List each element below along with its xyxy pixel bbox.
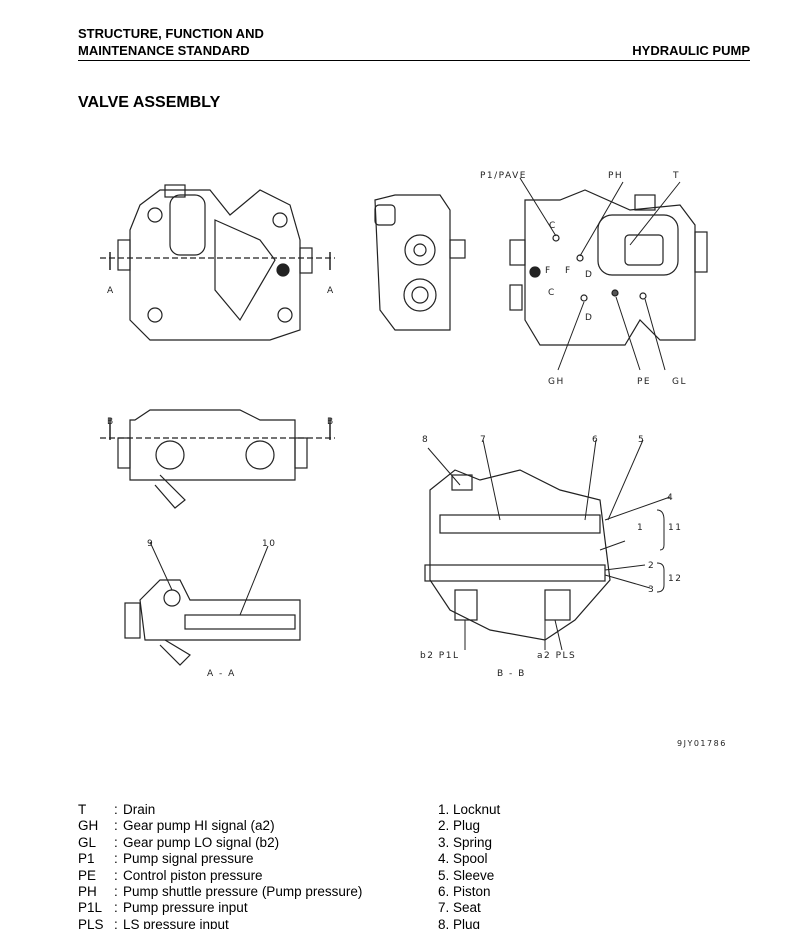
part-12: 12 — [668, 574, 682, 584]
part-legend-item: 7. Seat — [438, 900, 481, 916]
rear-view — [509, 177, 708, 371]
section-mark-a-left: A — [107, 286, 115, 296]
port-legend-item: T: Drain — [78, 802, 362, 818]
label-ph: PH — [608, 171, 623, 181]
part-10: 10 — [262, 539, 276, 549]
port-legend-item: GH: Gear pump HI signal (a2) — [78, 818, 362, 834]
port-desc: Pump pressure input — [123, 900, 248, 916]
part-legend-item: 4. Spool — [438, 851, 488, 867]
port-desc: Gear pump HI signal (a2) — [123, 818, 275, 834]
label-a2-pls: a2 PLS — [537, 651, 576, 661]
port-key: T — [78, 802, 87, 817]
part-legend-item: 5. Sleeve — [438, 867, 495, 883]
label-section-bb: B - B — [497, 669, 526, 679]
label-pe: PE — [637, 377, 651, 387]
part-7: 7 — [480, 435, 487, 445]
separator: : — [114, 884, 118, 900]
label-gl: GL — [672, 377, 687, 387]
part-1: 1 — [637, 523, 644, 533]
header-line2: MAINTENANCE STANDARD — [78, 43, 250, 58]
port-legend-item: PLS: LS pressure input — [78, 917, 362, 929]
label-d2: D — [585, 313, 593, 323]
section-title: VALVE ASSEMBLY — [78, 94, 221, 111]
port-legend-item: P1L: Pump pressure input — [78, 900, 362, 916]
port-key: GL — [78, 834, 97, 850]
port-legend-item: PH: Pump shuttle pressure (Pump pressure) — [78, 884, 362, 900]
header-right: HYDRAULIC PUMP — [632, 43, 750, 58]
b-view — [100, 409, 335, 509]
separator: : — [114, 851, 118, 867]
port-desc: Drain — [123, 802, 156, 817]
part-legend-item: 1. Locknut — [438, 802, 501, 817]
label-section-aa: A - A — [207, 669, 236, 679]
port-key: GH — [78, 818, 99, 834]
label-f1: F — [545, 266, 552, 276]
port-desc: Control piston pressure — [123, 867, 263, 883]
header-line1: STRUCTURE, FUNCTION AND — [78, 26, 264, 41]
header-rule — [78, 60, 750, 61]
section-mark-a-right: A — [327, 286, 335, 296]
part-legend-item: 2. Plug — [438, 818, 481, 834]
port-desc: Gear pump LO signal (b2) — [123, 834, 280, 850]
side-view — [374, 194, 466, 331]
separator: : — [114, 916, 118, 929]
label-p1-pave: P1/PAVE — [480, 171, 527, 181]
separator: : — [114, 802, 118, 817]
header-left: STRUCTURE, FUNCTION AND MAINTENANCE STAN… — [78, 25, 264, 59]
valve-assembly-drawing: P1/PAVE PH T C C F F D D GH PE GL A A B … — [100, 171, 727, 748]
part-5: 5 — [638, 435, 645, 445]
port-key: PE — [78, 867, 97, 883]
part-legend-item: 8. Plug — [438, 916, 481, 929]
part-3: 3 — [648, 585, 655, 595]
port-key: P1 — [78, 851, 95, 867]
label-f2: F — [565, 266, 572, 276]
part-legend-item: 3. Spring — [438, 834, 493, 850]
port-key: PLS — [78, 916, 104, 929]
port-legend-item: GL: Gear pump LO signal (b2) — [78, 835, 362, 851]
port-key: P1L — [78, 900, 103, 916]
section-mark-b-left: B — [107, 417, 115, 427]
part-4: 4 — [667, 493, 674, 503]
separator: : — [114, 867, 118, 883]
part-11: 11 — [668, 523, 682, 533]
front-view — [100, 184, 335, 341]
port-desc: LS pressure input — [123, 916, 229, 929]
section-b-b — [424, 439, 671, 651]
port-legend-item: PE: Control piston pressure — [78, 868, 362, 884]
label-gh: GH — [548, 377, 565, 387]
port-key: PH — [78, 884, 97, 900]
figure-code: 9JY01786 — [677, 739, 727, 748]
section-a-a — [124, 541, 301, 666]
part-legend-item: 6. Piston — [438, 884, 491, 900]
separator: : — [114, 818, 118, 834]
label-c1: C — [549, 221, 557, 231]
section-mark-b-right: B — [327, 417, 335, 427]
label-b2-p1l: b2 P1L — [420, 651, 459, 661]
port-desc: Pump shuttle pressure (Pump pressure) — [123, 884, 363, 900]
label-c2: C — [548, 288, 556, 298]
label-d1: D — [585, 270, 593, 280]
part-9: 9 — [147, 539, 154, 549]
port-legend-item: P1: Pump signal pressure — [78, 851, 362, 867]
part-8: 8 — [422, 435, 429, 445]
part-2: 2 — [648, 561, 655, 571]
port-desc: Pump signal pressure — [123, 851, 254, 867]
label-t: T — [672, 171, 680, 181]
separator: : — [114, 834, 118, 850]
part-6: 6 — [592, 435, 599, 445]
separator: : — [114, 900, 118, 916]
